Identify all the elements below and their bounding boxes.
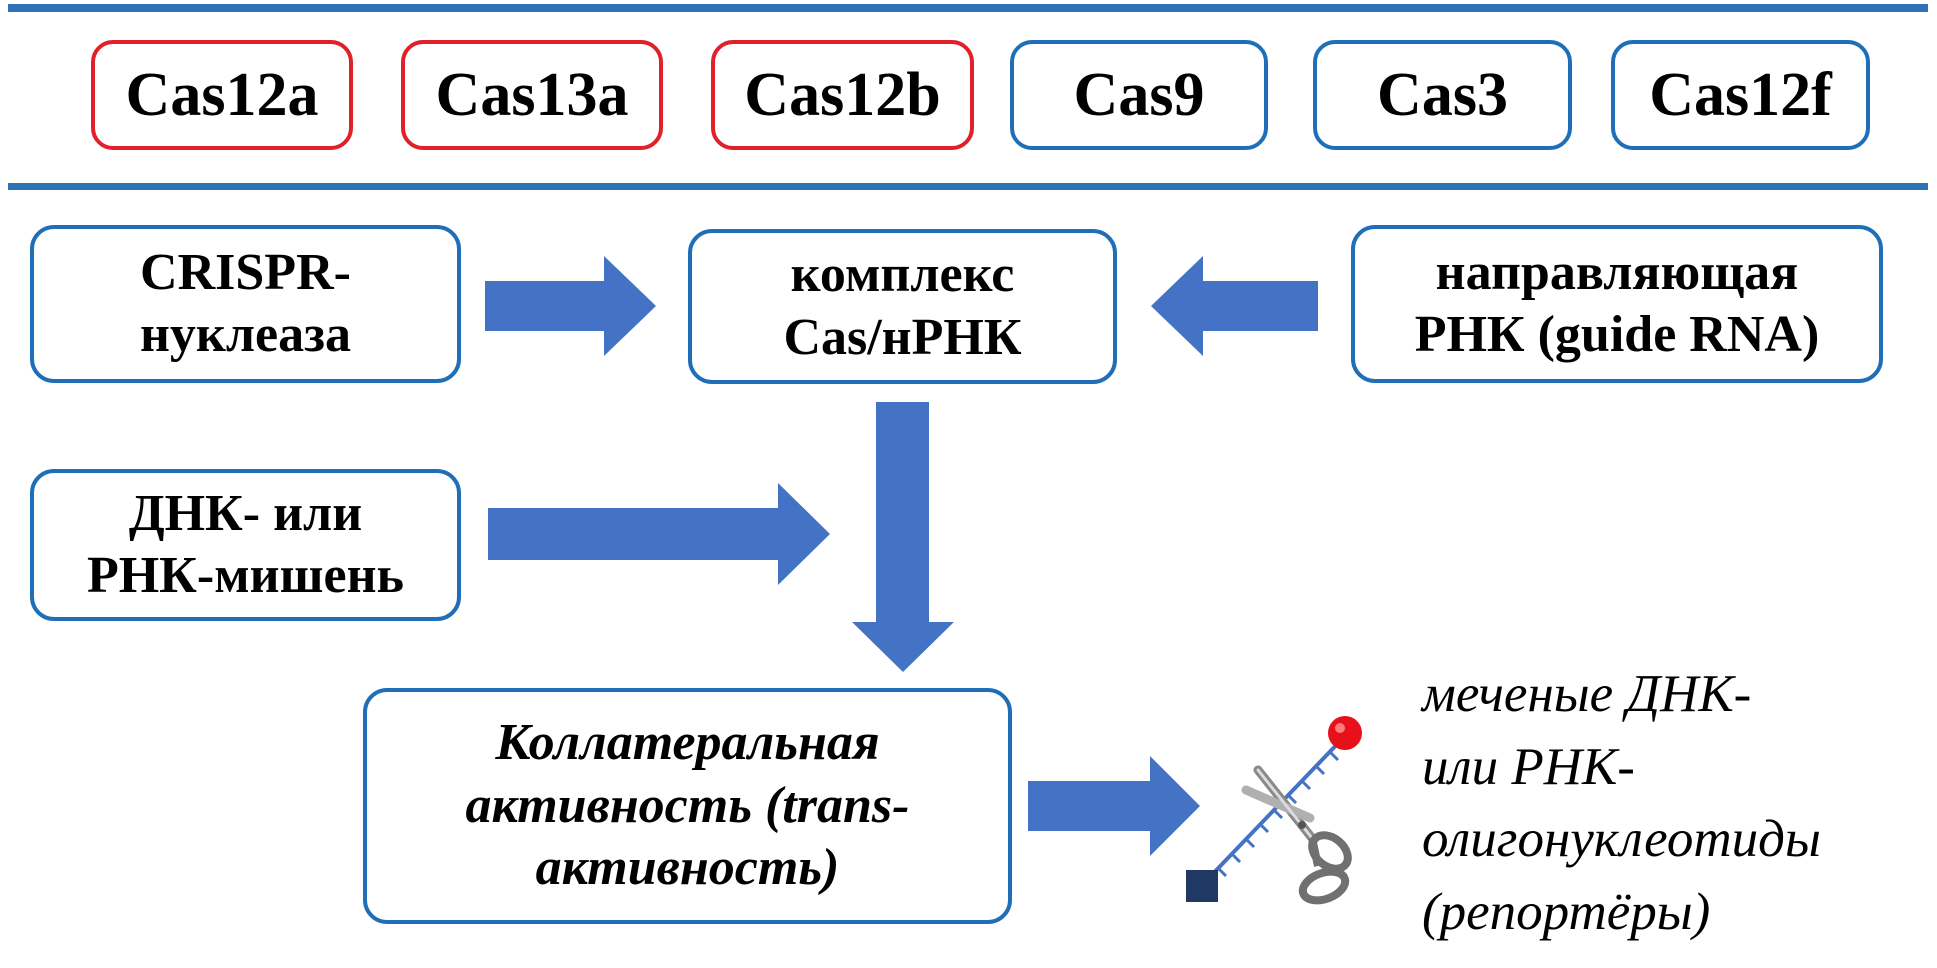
crispr-nuclease-box: CRISPR- нуклеаза bbox=[30, 225, 461, 383]
box-line: Cas/нРНК bbox=[783, 308, 1022, 366]
box-line: РНК-мишень bbox=[86, 547, 405, 604]
arrow-complex-to-activity bbox=[852, 402, 954, 672]
cas-label: Cas12a bbox=[125, 60, 319, 129]
cas-label: Cas3 bbox=[1377, 60, 1508, 129]
reporter-line: (репортёры) bbox=[1422, 882, 1711, 941]
quencher-marker bbox=[1186, 870, 1218, 902]
middle-divider bbox=[8, 183, 1928, 190]
reporters-caption: меченые ДНК- или РНК- олигонуклеотиды (р… bbox=[1422, 658, 1932, 948]
reporter-line: или РНК- bbox=[1422, 737, 1635, 796]
box-line: CRISPR- bbox=[140, 243, 351, 301]
box-line: ДНК- или bbox=[128, 484, 363, 542]
target-box: ДНК- или РНК-мишень bbox=[30, 469, 461, 621]
guide-rna-box: направляющая РНК (guide RNA) bbox=[1351, 225, 1883, 383]
box-line: активность (trans- bbox=[465, 776, 910, 834]
top-divider bbox=[8, 4, 1928, 12]
cas-box-cas3: Cas3 bbox=[1313, 40, 1572, 150]
arrow-activity-to-reporters bbox=[1028, 756, 1200, 856]
cas-box-cas12b: Cas12b bbox=[711, 40, 974, 150]
reporter-probe-icon bbox=[1186, 716, 1362, 902]
cas-complex-box: комплекс Cas/нРНК bbox=[688, 229, 1117, 384]
scissors-icon bbox=[1241, 765, 1352, 905]
cas-label: Cas12f bbox=[1649, 60, 1832, 129]
collateral-activity-box: Коллатеральная активность (trans- активн… bbox=[363, 688, 1012, 924]
box-line: нуклеаза bbox=[139, 306, 352, 363]
arrow-guide-to-complex bbox=[1151, 256, 1318, 356]
cas-box-cas12f: Cas12f bbox=[1611, 40, 1870, 150]
reporter-line: меченые ДНК- bbox=[1422, 665, 1752, 723]
box-line: Коллатеральная bbox=[495, 714, 880, 772]
box-line: активность) bbox=[535, 839, 840, 897]
box-line: РНК (guide RNA) bbox=[1414, 306, 1820, 363]
cas-label: Cas12b bbox=[744, 60, 941, 129]
cas-box-cas13a: Cas13a bbox=[401, 40, 663, 150]
cas-label: Cas9 bbox=[1073, 60, 1205, 129]
box-line: направляющая bbox=[1435, 243, 1799, 301]
fluorophore-marker bbox=[1328, 716, 1362, 750]
cas-label: Cas13a bbox=[435, 60, 629, 129]
arrow-target-to-activity bbox=[488, 483, 830, 585]
cas-box-cas12a: Cas12a bbox=[91, 40, 353, 150]
cas-box-cas9: Cas9 bbox=[1010, 40, 1268, 150]
arrow-nuclease-to-complex bbox=[485, 256, 656, 356]
box-line: комплекс bbox=[790, 246, 1015, 304]
reporter-line: олигонуклеотиды bbox=[1422, 810, 1821, 869]
